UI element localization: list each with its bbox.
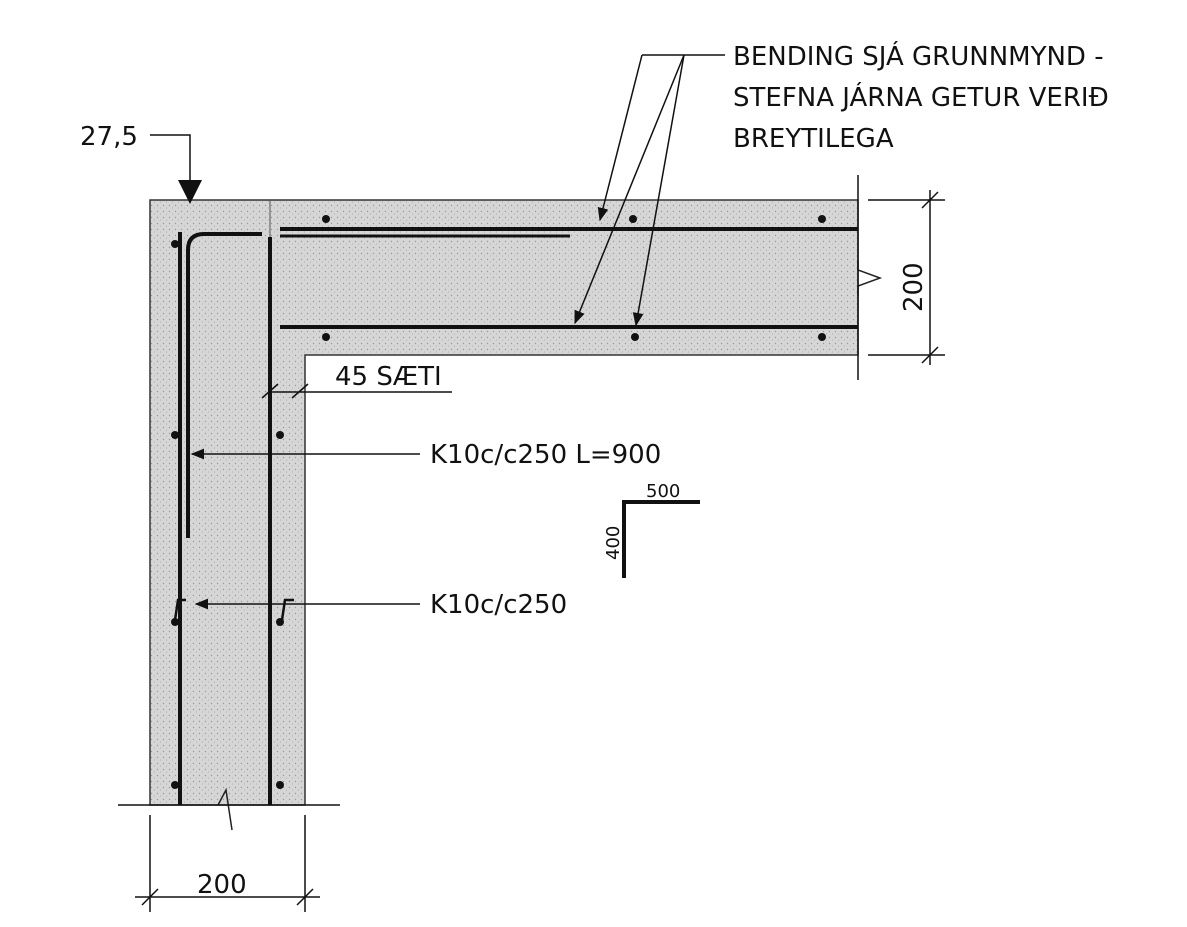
wall-break-symbol: [217, 787, 233, 831]
slab-thickness-label: 200: [899, 262, 929, 312]
bend-horizontal-label: 500: [646, 481, 680, 502]
note-line-2: STEFNA JÁRNA GETUR VERIÐ: [733, 81, 1109, 113]
wall-dimension: [135, 815, 320, 912]
bent-l-bar: [186, 232, 262, 538]
rebar-dots: [171, 215, 826, 789]
joint-label: 45 SÆTI: [335, 362, 442, 392]
note-line-1: BENDING SJÁ GRUNNMYND -: [733, 40, 1104, 72]
cover-dimension-label: 27,5: [80, 122, 138, 152]
tie-label: K10c/c250: [430, 590, 567, 620]
cover-arrow-head: [178, 180, 202, 204]
slab-dimension: [857, 175, 945, 380]
note-line-3: BREYTILEGA: [733, 124, 894, 154]
wall-thickness-label: 200: [197, 870, 247, 900]
tie-hook-left: [173, 598, 186, 621]
bend-detail-shape: [622, 500, 700, 578]
concrete-wall-and-slab: [149, 199, 859, 806]
bar-l-label: K10c/c250 L=900: [430, 440, 661, 470]
joint-leader: [261, 383, 452, 399]
slab-break-symbol: [857, 260, 883, 296]
tie-hook-right: [280, 598, 294, 621]
note-leaders: [574, 54, 725, 327]
bend-vertical-label: 400: [603, 526, 624, 560]
cover-leader: [150, 134, 191, 190]
